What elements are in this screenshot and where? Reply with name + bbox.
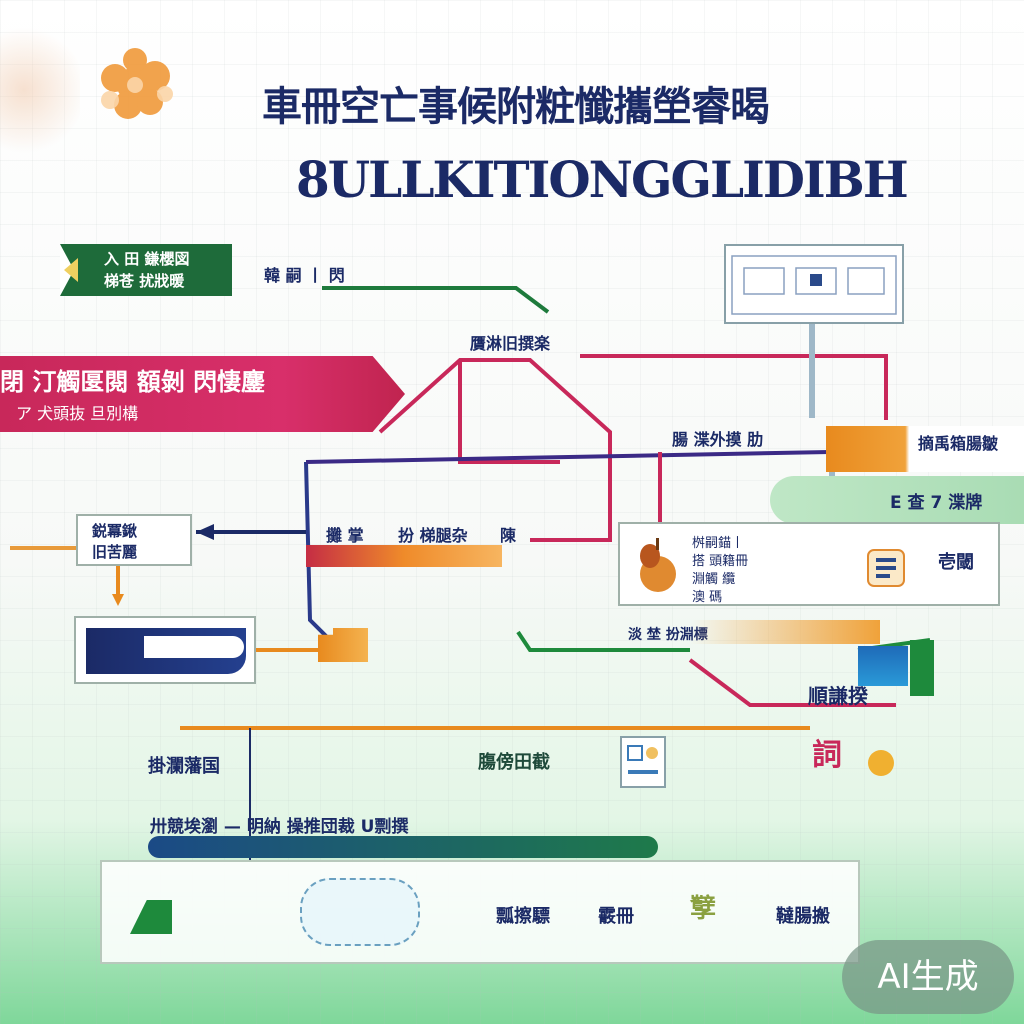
bottom-caption: 卅競埃瀏 — 明納 操推団裁 U剽撰 (150, 817, 409, 837)
lower-left-label: 掛瀾藩国 (148, 756, 220, 777)
left-box-line-1: 鋭冪鍬 (92, 522, 138, 540)
orange-left-label: 腸 渫外摸 肋 (672, 430, 764, 449)
bottom-item-2: 霰冊 (598, 906, 634, 927)
left-box-line-2: 旧苦麗 (92, 543, 138, 561)
mid-right-badge: 順謙揆 (808, 684, 868, 708)
center-label-b: 扮 梯腿杂 (398, 526, 468, 545)
pink-banner-title: 閉 汀觸匽閱 額剝 閃悽鏖 (0, 368, 266, 396)
ai-generated-badge: AI生成 (842, 940, 1014, 1014)
blue-square-icon (858, 646, 908, 686)
center-label-c: 陳 (500, 526, 517, 545)
tag-line-2: 梯苍 扰戕暖 (104, 272, 185, 290)
fruit-icon (640, 538, 676, 592)
cloud-cluster-icon (300, 878, 420, 946)
bottom-panel (100, 860, 860, 964)
mid-right-label: 淡 埜 扮淵標 (628, 627, 708, 643)
schematic-icon (731, 255, 897, 315)
mint-banner-label: E 查 7 渫牌 (890, 493, 983, 513)
card-line-4: 澳 碼 (692, 590, 723, 605)
bottom-item-3: 孼 (690, 894, 717, 924)
bottom-item-1: 瓢擦驃 (496, 906, 550, 927)
navy-bar-notch (144, 636, 244, 658)
bottom-item-4: 韃腸搬 (776, 906, 830, 927)
center-label-a: 攤 掌 (326, 526, 364, 545)
pink-banner-subtitle: ア 犬頭抜 旦別構 (16, 404, 139, 423)
card-sketch-icon (627, 745, 658, 774)
green-tag: 入 田 鎌櫻図 梯苍 扰戕暖 (60, 244, 232, 296)
small-card-icon (620, 736, 666, 788)
lower-right-label: 詞 (812, 738, 842, 773)
card-line-1: 桝嗣錨丨 (692, 536, 745, 551)
card-side-label: 壱閾 (938, 552, 974, 573)
right-info-card: 桝嗣錨丨 搭 頭籍冊 淵觸 纜 澳 碼 壱閾 (618, 522, 1000, 606)
top-left-label: 韓 嗣 丨 閃 (264, 266, 345, 285)
mint-banner (770, 476, 1024, 524)
tag-line-1: 入 田 鎌櫻図 (104, 250, 190, 268)
flower-shadow (0, 20, 80, 160)
center-gradient-bar (306, 545, 502, 567)
sun-icon (868, 750, 894, 776)
lower-center-label: 膓傍田截 (478, 752, 550, 773)
card-line-2: 搭 頭籍冊 (692, 554, 749, 569)
schematic-panel (724, 244, 904, 324)
top-center-label: 贋淋旧撰楽 (470, 334, 551, 353)
card-line-3: 淵觸 纜 (692, 572, 736, 587)
document-icon (867, 549, 905, 587)
orange-pill (826, 426, 1024, 472)
left-info-box: 鋭冪鍬 旧苦麗 (76, 514, 192, 566)
orange-pill-label: 摘禹箱腸皺 (918, 434, 999, 453)
pink-banner (0, 356, 405, 432)
page-title-cn: 車冊空亡事候附粧懺攜塋睿暍 (262, 83, 770, 130)
flower-decoration-icon (101, 48, 173, 119)
bottom-progress-bar (148, 836, 658, 858)
page-title-en: 8ULLKITIONGGLIDIBH (296, 150, 909, 209)
green-strip (910, 640, 934, 696)
mid-right-gradient (690, 620, 880, 644)
